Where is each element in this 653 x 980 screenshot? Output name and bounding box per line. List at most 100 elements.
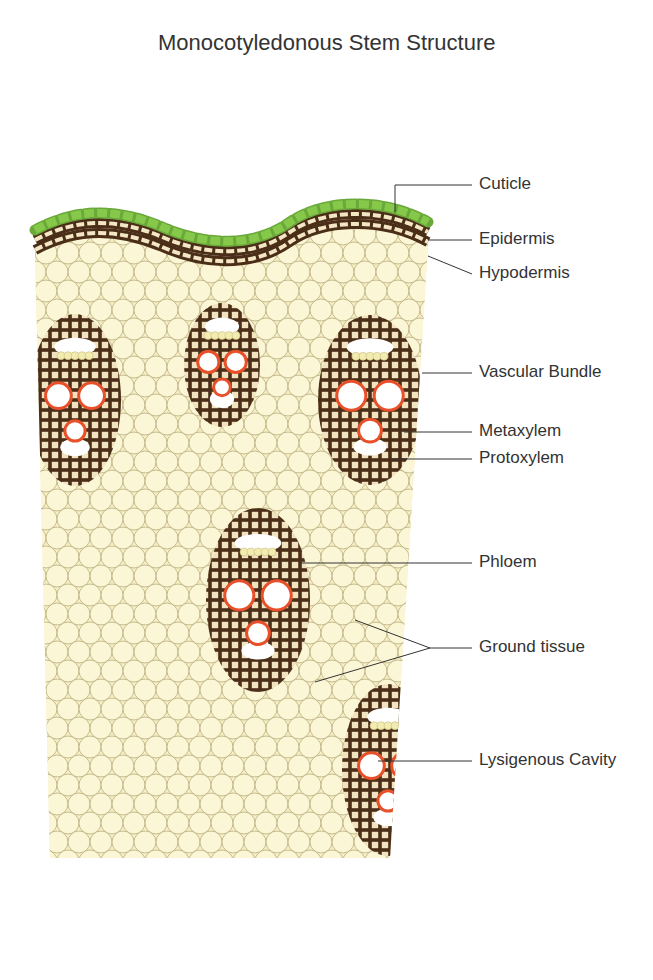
ground-cell [123, 622, 145, 644]
ground-cell [343, 508, 365, 530]
ground-cell [90, 755, 112, 777]
ground-cell [167, 774, 189, 796]
ground-cell [222, 489, 244, 511]
ground-cell [46, 717, 68, 739]
ground-cell [178, 679, 200, 701]
ground-cell [57, 546, 79, 568]
ground-cell [167, 280, 189, 302]
vascular-bundle [29, 314, 121, 486]
ground-cell [101, 736, 123, 758]
ground-cell [222, 755, 244, 777]
ground-cell [35, 812, 57, 834]
ground-cell [13, 242, 35, 264]
ground-cell [101, 774, 123, 796]
ground-cell [79, 660, 101, 682]
ground-cell [376, 603, 398, 625]
ground-cell [420, 299, 442, 321]
ground-cell [431, 242, 453, 264]
ground-cell [167, 698, 189, 720]
ground-cell [145, 318, 167, 340]
ground-cell [255, 850, 277, 872]
part-label: Protoxylem [479, 448, 564, 468]
ground-cell [178, 299, 200, 321]
ground-cell [277, 394, 299, 416]
ground-cell [266, 717, 288, 739]
protoxylem [247, 622, 270, 645]
ground-cell [266, 375, 288, 397]
ground-cell [167, 546, 189, 568]
ground-cell [376, 261, 398, 283]
ground-cell [178, 831, 200, 853]
ground-cell [420, 641, 442, 663]
ground-cell [46, 261, 68, 283]
ground-cell [123, 736, 145, 758]
ground-cell [387, 242, 409, 264]
ground-cell [332, 489, 354, 511]
cuticle-outline [35, 204, 428, 241]
ground-cell [57, 850, 79, 872]
ground-cell [310, 299, 332, 321]
ground-cell [134, 793, 156, 815]
ground-cell [398, 299, 420, 321]
ground-cell [112, 337, 134, 359]
ground-cell [200, 451, 222, 473]
ground-cell [310, 451, 332, 473]
ground-cell [156, 527, 178, 549]
ground-cell [321, 736, 343, 758]
ground-cell [134, 755, 156, 777]
ground-cell [35, 508, 57, 530]
ground-cell [343, 622, 365, 644]
ground-cell [35, 622, 57, 644]
metaxylem [46, 383, 72, 409]
ground-cell [101, 508, 123, 530]
ground-cell [123, 356, 145, 378]
ground-cell [189, 508, 211, 530]
ground-cell [431, 736, 453, 758]
ground-cell [167, 660, 189, 682]
vascular-bundle [342, 684, 434, 856]
ground-cell [101, 242, 123, 264]
ground-cell [343, 584, 365, 606]
ground-cell [398, 793, 420, 815]
ground-cell [112, 261, 134, 283]
ground-cell [299, 774, 321, 796]
ground-cell [200, 717, 222, 739]
ground-cell [46, 603, 68, 625]
ground-cell [145, 774, 167, 796]
ground-cell [211, 432, 233, 454]
ground-cell [321, 584, 343, 606]
ground-cell [123, 698, 145, 720]
ground-cell [332, 299, 354, 321]
ground-cell [354, 261, 376, 283]
ground-cell [101, 584, 123, 606]
ground-cell [420, 717, 442, 739]
vascular-bundles [29, 303, 434, 856]
ground-cell [365, 280, 387, 302]
ground-cell [288, 755, 310, 777]
ground-cell [354, 603, 376, 625]
ground-cell [35, 584, 57, 606]
phloem-cell [268, 548, 276, 556]
ground-cell [398, 717, 420, 739]
ground-cell [79, 584, 101, 606]
ground-cell [255, 774, 277, 796]
ground-cell [233, 812, 255, 834]
ground-cell [200, 831, 222, 853]
ground-cell [178, 755, 200, 777]
ground-cell [145, 698, 167, 720]
ground-cell [68, 831, 90, 853]
ground-cell [112, 299, 134, 321]
ground-cell [112, 831, 134, 853]
ground-cell [46, 527, 68, 549]
ground-cell [343, 280, 365, 302]
ground-cell [431, 432, 453, 454]
ground-cell [277, 432, 299, 454]
ground-cell [321, 280, 343, 302]
ground-cell [90, 565, 112, 587]
ground-cell [244, 717, 266, 739]
ground-cell [57, 584, 79, 606]
ground-cell [233, 774, 255, 796]
ground-cell [321, 812, 343, 834]
ground-cell [178, 527, 200, 549]
ground-cell [266, 755, 288, 777]
